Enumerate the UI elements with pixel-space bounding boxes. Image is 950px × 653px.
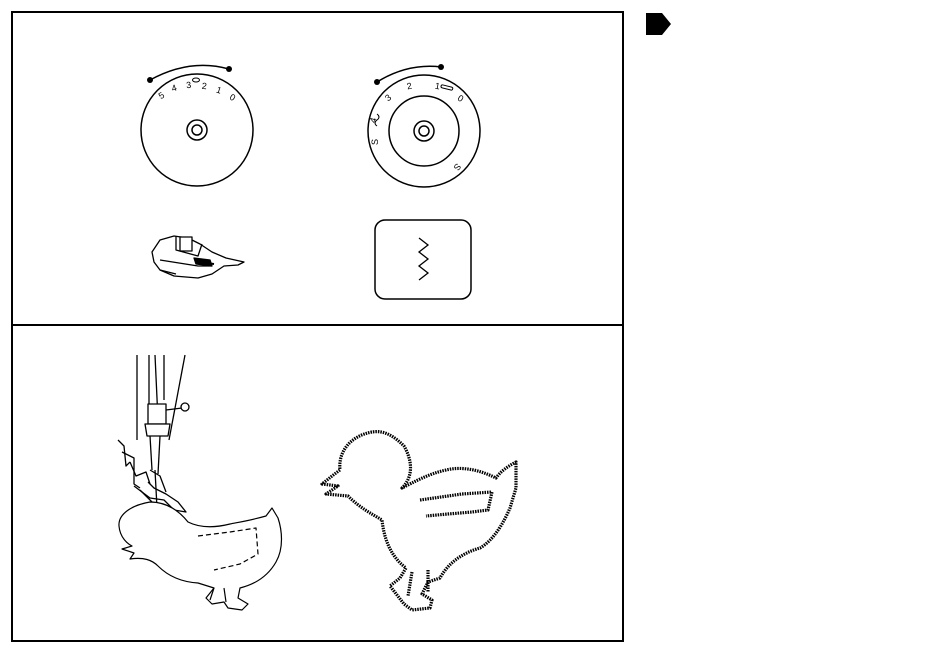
tension-mark-2: 2 [201,81,207,91]
stitch-length-mark-s-left: S [370,139,380,145]
chick-applique-satin-stitched-icon [322,432,516,610]
tension-mark-0: 0 [228,92,237,103]
settings-panel [12,12,623,325]
stitch-length-mark-0: 0 [456,93,466,104]
tension-mark-1: 1 [215,85,223,96]
stitch-length-mark-1: 1 [434,81,441,92]
tension-mark-3: 3 [186,80,192,90]
zigzag-stitch-icon [375,220,471,299]
stitch-length-mark-3: 3 [383,92,393,103]
tension-dial: 5 4 3 2 1 0 [141,65,253,186]
stitch-length-mark-2: 2 [406,81,413,92]
tension-default-indicator-icon [193,78,200,82]
sewing-machine-needle-icon [118,355,189,512]
tension-mark-5: 5 [157,90,167,101]
zigzag-presser-foot-icon [152,236,244,278]
pentagon-arrow-icon [646,13,671,35]
stitch-length-dial: 4 3 2 1 0 S S [368,64,480,187]
chick-applique-fabric-icon [119,502,282,610]
tension-mark-4: 4 [170,83,178,94]
applique-panel [12,325,623,641]
stitch-length-mark-s-right: S [452,161,464,172]
stitch-length-bar-icon [441,85,453,91]
